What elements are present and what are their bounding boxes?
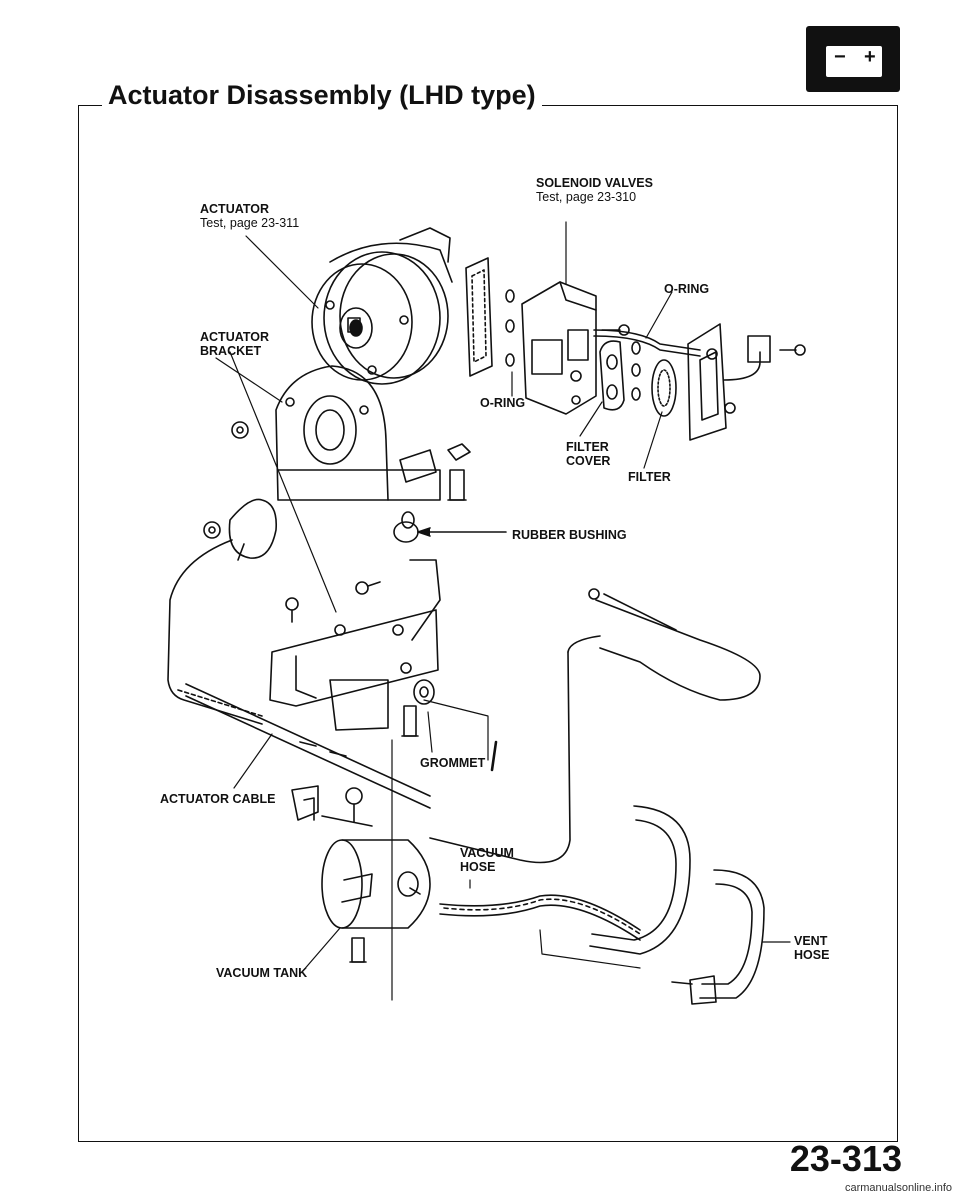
filter-element: [651, 359, 677, 417]
filter-cover: [599, 340, 625, 411]
solenoid-valves-test-ref: Test, page 23-310: [536, 190, 637, 204]
linkage-bracket: [269, 559, 441, 731]
center-bolts: [401, 443, 471, 529]
vent-hose-label: VENT HOSE: [794, 934, 830, 962]
curved-hose: [589, 805, 691, 955]
o-ring-set: [505, 289, 641, 401]
cable-clips: [291, 785, 373, 827]
rubber-bushing-label: RUBBER BUSHING: [512, 528, 627, 542]
actuator-bracket: [275, 365, 441, 501]
vacuum-tank-label: VACUUM TANK: [216, 966, 308, 980]
actuator-test-ref: Test, page 23-311: [200, 216, 300, 230]
vent-hose-part: [671, 869, 765, 1005]
solenoid-bolts: [601, 324, 630, 336]
grommet-part: [401, 679, 435, 737]
solenoid-bracket: [687, 323, 806, 441]
actuator-gasket: [465, 257, 493, 377]
linkage-bolts: [285, 581, 381, 623]
vacuum-hose-part: [439, 894, 641, 941]
filter-label: FILTER: [628, 470, 671, 484]
page-title: Actuator Disassembly (LHD type): [102, 80, 542, 111]
o-ring-label-top: O-RING: [664, 282, 710, 296]
grommet-label: GROMMET: [420, 756, 486, 770]
actuator-cable-assembly: [167, 498, 431, 809]
bracket-nuts: [203, 421, 249, 539]
plus-sign: +: [864, 46, 876, 68]
return-cable: [429, 588, 761, 864]
vacuum-tank-part: [321, 839, 431, 963]
battery-icon: − +: [806, 26, 900, 92]
solenoid-valves-label: SOLENOID VALVES Test, page 23-310: [536, 176, 653, 204]
minus-sign: −: [834, 46, 846, 68]
actuator-bracket-label: ACTUATOR BRACKET: [200, 330, 269, 358]
watermark-footer: carmanualsonline.info: [844, 1182, 952, 1194]
filter-cover-label: FILTER COVER: [566, 440, 611, 468]
actuator-unit: [311, 227, 453, 385]
vacuum-hose-label: VACUUM HOSE: [460, 846, 514, 874]
leader-lines: [215, 221, 791, 1001]
page-number: 23-313: [789, 1138, 902, 1179]
o-ring-label-left: O-RING: [480, 396, 526, 410]
actuator-cable-label: ACTUATOR CABLE: [160, 792, 276, 806]
battery-terminals: − +: [826, 46, 882, 77]
solenoid-valves-block: [521, 281, 701, 415]
actuator-label: ACTUATOR Test, page 23-311: [200, 202, 300, 230]
rubber-bushing-part: [393, 521, 507, 543]
